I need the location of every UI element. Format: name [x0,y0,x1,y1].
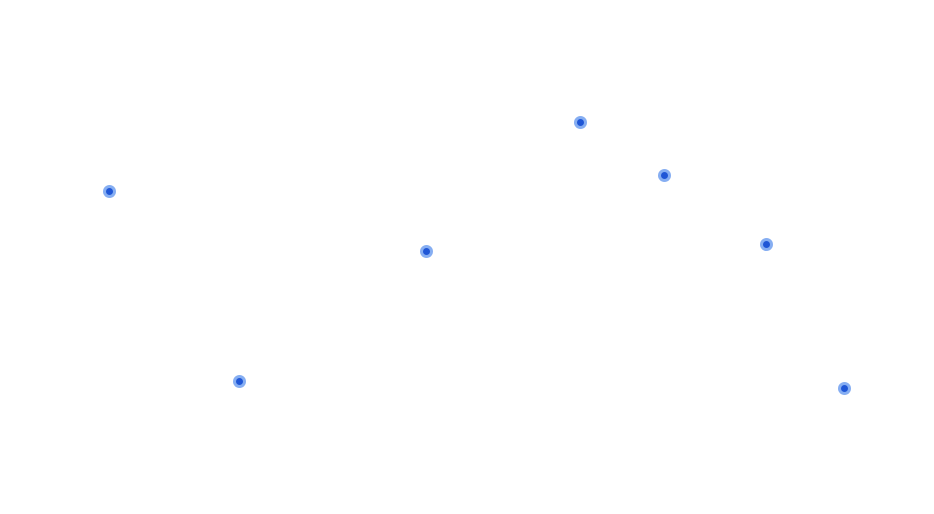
map-marker[interactable] [837,381,851,395]
marker-dot-icon [840,384,848,392]
map-marker[interactable] [657,168,671,182]
marker-dot-icon [422,247,430,255]
map-marker[interactable] [102,184,116,198]
marker-dot-icon [576,118,584,126]
marker-dot-icon [235,377,243,385]
marker-dot-icon [762,240,770,248]
marker-dot-icon [105,187,113,195]
map-marker[interactable] [232,374,246,388]
map-marker[interactable] [573,115,587,129]
marker-dot-icon [660,171,668,179]
map-marker[interactable] [419,244,433,258]
map-marker[interactable] [759,237,773,251]
